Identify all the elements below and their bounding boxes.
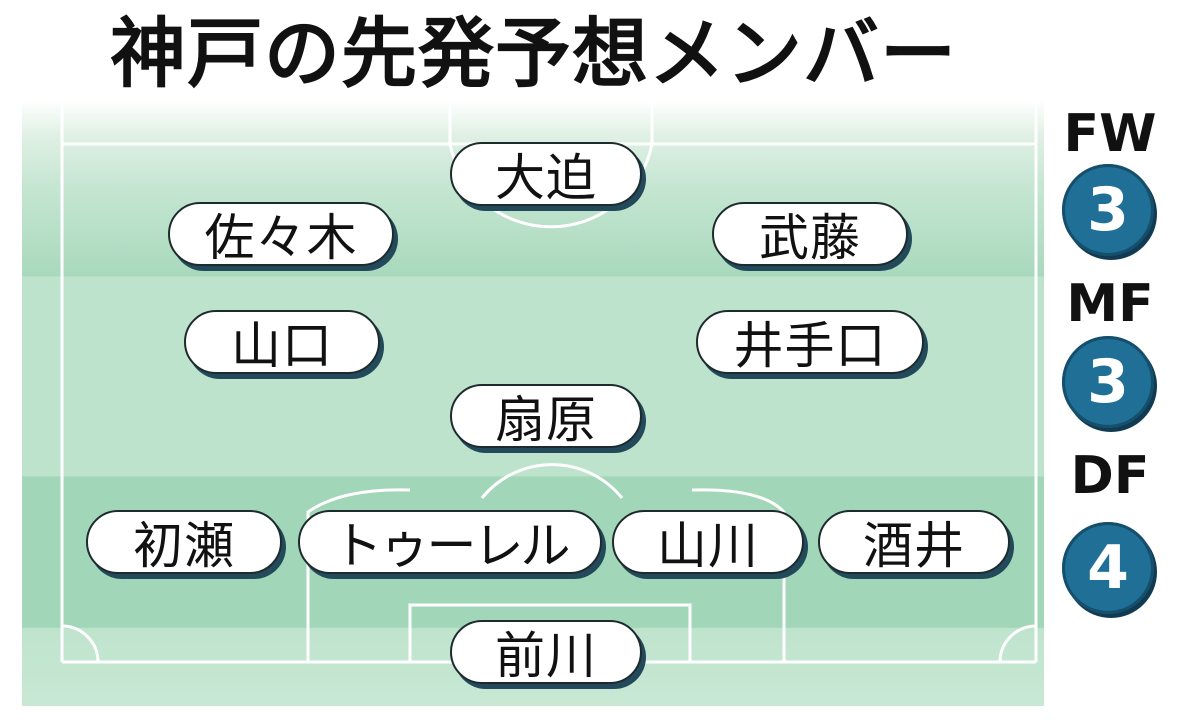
player-mf-center: 扇原: [450, 384, 642, 449]
fw-count-badge: 3: [1062, 164, 1154, 256]
player-df-4: 酒井: [818, 510, 1010, 575]
mf-label: MF: [1066, 274, 1154, 334]
corner-arc-right: [998, 624, 1037, 663]
penalty-area-left: [306, 488, 411, 662]
penalty-arc: [480, 463, 624, 499]
df-count-badge: 4: [1062, 522, 1154, 614]
player-fw-right: 武藤: [712, 202, 908, 267]
df-label: DF: [1070, 446, 1150, 506]
corner-arc-left: [61, 624, 100, 663]
page-title: 神戸の先発予想メンバー: [110, 9, 957, 98]
player-df-2: トゥーレル: [298, 510, 602, 575]
mf-count-badge: 3: [1062, 336, 1154, 428]
player-fw-center: 大迫: [450, 142, 642, 207]
player-gk: 前川: [450, 620, 642, 685]
player-mf-right: 井手口: [696, 310, 924, 375]
player-df-1: 初瀬: [86, 510, 282, 575]
player-mf-left: 山口: [184, 310, 380, 375]
player-fw-left: 佐々木: [168, 202, 394, 267]
player-df-3: 山川: [612, 510, 804, 575]
fw-label: FW: [1063, 104, 1157, 164]
